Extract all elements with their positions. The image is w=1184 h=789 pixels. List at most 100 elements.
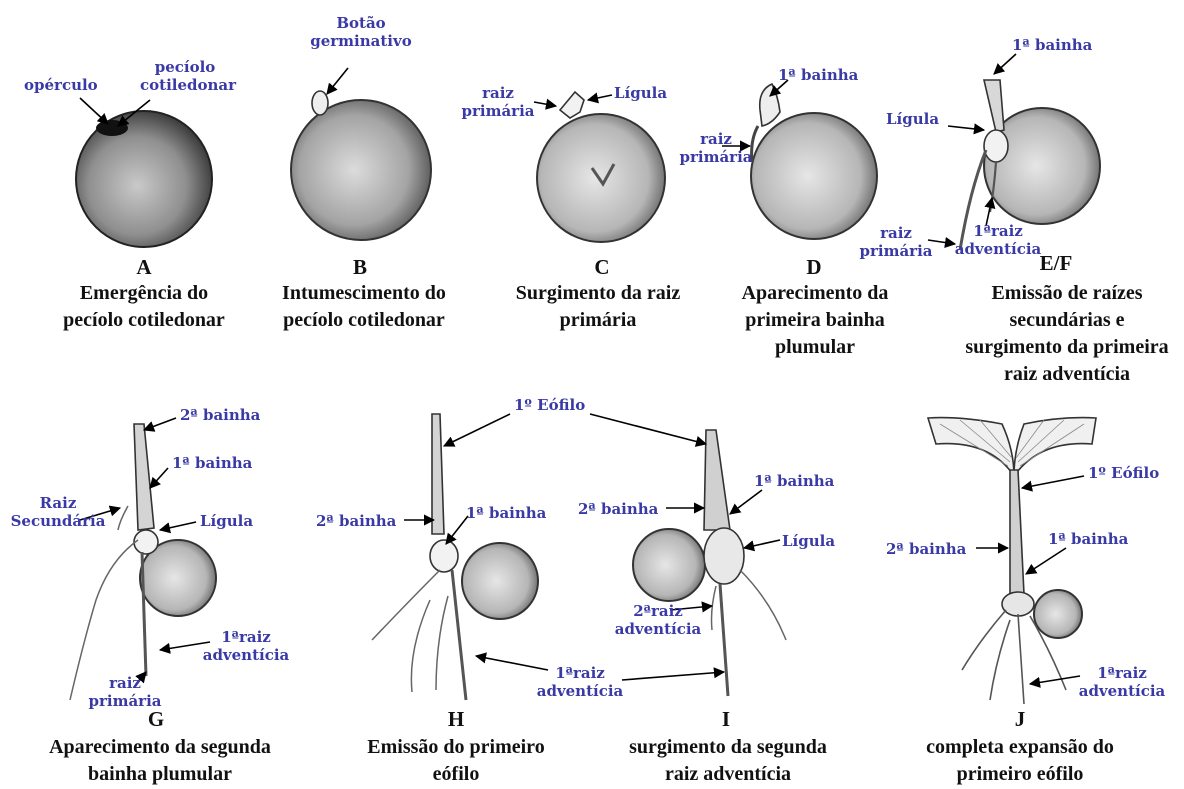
germinative-button <box>312 91 328 115</box>
label-a-peciolo: pecíolo cotiledonar <box>140 58 230 94</box>
arrow-adv1-i <box>622 672 724 680</box>
label-g-raiz: raiz primária <box>80 674 170 710</box>
seed-c <box>537 114 665 242</box>
caption-g-line2: bainha plumular <box>20 761 300 788</box>
label-g-ligula: Lígula <box>200 512 253 530</box>
label-ef-adv-line1: 1ªraiz <box>950 222 1046 240</box>
caption-d-line3: plumular <box>720 334 910 361</box>
label-j-bainha1: 1ª bainha <box>1048 530 1128 548</box>
caption-d-line1: Aparecimento da <box>720 280 910 307</box>
stage-letter-g: G <box>136 708 176 730</box>
arrow-botao <box>327 68 348 94</box>
label-a-peciolo-line2: cotiledonar <box>140 76 230 94</box>
label-j-adv-line2: adventícia <box>1072 682 1172 700</box>
label-j-eofilo: 1º Eófilo <box>1088 464 1159 482</box>
caption-a-line1: Emergência do <box>44 280 244 307</box>
arrow-eofilo-h <box>444 414 510 446</box>
secondary-root-g2 <box>118 506 128 530</box>
leaf-left-j <box>928 418 1014 476</box>
label-j-adv-line1: 1ªraiz <box>1072 664 1172 682</box>
collar-j <box>1002 592 1034 616</box>
caption-j: completa expansão do primeiro eófilo <box>900 734 1140 788</box>
bulb-i <box>704 528 744 584</box>
arrow-ligula-i <box>744 540 780 548</box>
bulb-ef <box>984 130 1008 162</box>
caption-i: surgimento da segunda raiz adventícia <box>600 734 856 788</box>
stage-h-drawing <box>372 414 538 700</box>
stage-letter-h: H <box>436 708 476 730</box>
arrow-bainha1-j <box>1026 548 1066 574</box>
seed-b <box>291 100 431 240</box>
stage-a-drawing <box>76 98 212 247</box>
caption-i-line1: surgimento da segunda <box>600 734 856 761</box>
caption-a-line2: pecíolo cotiledonar <box>44 307 244 334</box>
label-i-adv1-line1: 1ªraiz <box>530 664 630 682</box>
shoot-ef <box>984 80 1004 132</box>
label-i-adv2-line1: 2ªraiz <box>610 602 706 620</box>
label-g-secundaria: Raiz Secundária <box>8 494 108 530</box>
caption-ef-line4: raiz adventícia <box>950 361 1184 388</box>
leaf-right-j <box>1014 418 1096 476</box>
label-g-secundaria-line2: Secundária <box>8 512 108 530</box>
arrow-bainha2-g <box>144 418 176 430</box>
stage-letter-c: C <box>582 256 622 278</box>
label-g-adv-line2: adventícia <box>196 646 296 664</box>
stage-letter-b: B <box>340 256 380 278</box>
label-g-raiz-line1: raiz <box>80 674 170 692</box>
label-i-adv1-line2: adventícia <box>530 682 630 700</box>
arrow-eofilo-j <box>1022 476 1084 488</box>
label-d-raiz: raiz primária <box>676 130 756 166</box>
caption-j-line1: completa expansão do <box>900 734 1140 761</box>
caption-d: Aparecimento da primeira bainha plumular <box>720 280 910 361</box>
label-h-bainha1: 1ª bainha <box>466 504 546 522</box>
label-i-bainha1: 1ª bainha <box>754 472 834 490</box>
arrow-ligula-c <box>588 95 612 100</box>
label-ef-raiz-line2: primária <box>856 242 936 260</box>
caption-ef-line2: secundárias e <box>950 307 1184 334</box>
shoot-g <box>134 424 154 530</box>
radicle-c <box>560 92 584 118</box>
label-ef-ligula: Lígula <box>886 110 939 128</box>
label-c-raiz-line1: raiz <box>458 84 538 102</box>
stage-c-drawing <box>534 92 665 242</box>
label-h-bainha2: 2ª bainha <box>316 512 396 530</box>
caption-j-line2: primeiro eófilo <box>900 761 1140 788</box>
arrow-bainha1-i <box>730 490 762 514</box>
label-ef-raiz: raiz primária <box>856 224 936 260</box>
label-b-botao: Botão germinativo <box>306 14 416 50</box>
label-g-adv: 1ªraiz adventícia <box>196 628 296 664</box>
label-i-ligula: Lígula <box>782 532 835 550</box>
label-i-bainha2: 2ª bainha <box>578 500 658 518</box>
stage-letter-d: D <box>794 256 834 278</box>
seed-d <box>751 113 877 239</box>
caption-c-line2: primária <box>498 307 698 334</box>
secondary-roots-h <box>372 570 448 692</box>
shoot-i <box>704 430 730 530</box>
caption-ef-line1: Emissão de raízes <box>950 280 1184 307</box>
caption-c: Surgimento da raiz primária <box>498 280 698 334</box>
shoot-h <box>432 414 444 534</box>
label-a-operculo: opérculo <box>24 76 98 94</box>
caption-h: Emissão do primeiro eófilo <box>346 734 566 788</box>
label-h-eofilo: 1º Eófilo <box>514 396 585 414</box>
label-d-raiz-line2: primária <box>676 148 756 166</box>
label-j-adv: 1ªraiz adventícia <box>1072 664 1172 700</box>
stage-i-drawing <box>633 430 786 696</box>
stage-letter-i: I <box>706 708 746 730</box>
label-ef-raiz-line1: raiz <box>856 224 936 242</box>
seed-h <box>462 543 538 619</box>
caption-b: Intumescimento do pecíolo cotiledonar <box>264 280 464 334</box>
label-d-bainha: 1ª bainha <box>778 66 858 84</box>
label-g-adv-line1: 1ªraiz <box>196 628 296 646</box>
stage-letter-ef: E/F <box>1028 252 1084 274</box>
caption-h-line2: eófilo <box>346 761 566 788</box>
seed-j <box>1034 590 1082 638</box>
label-b-botao-line1: Botão <box>306 14 416 32</box>
label-a-peciolo-line1: pecíolo <box>140 58 230 76</box>
bulb-g <box>134 530 158 554</box>
label-ef-bainha: 1ª bainha <box>1012 36 1092 54</box>
caption-i-line2: raiz adventícia <box>600 761 856 788</box>
label-c-ligula: Lígula <box>614 84 667 102</box>
caption-ef-line3: surgimento da primeira <box>950 334 1184 361</box>
